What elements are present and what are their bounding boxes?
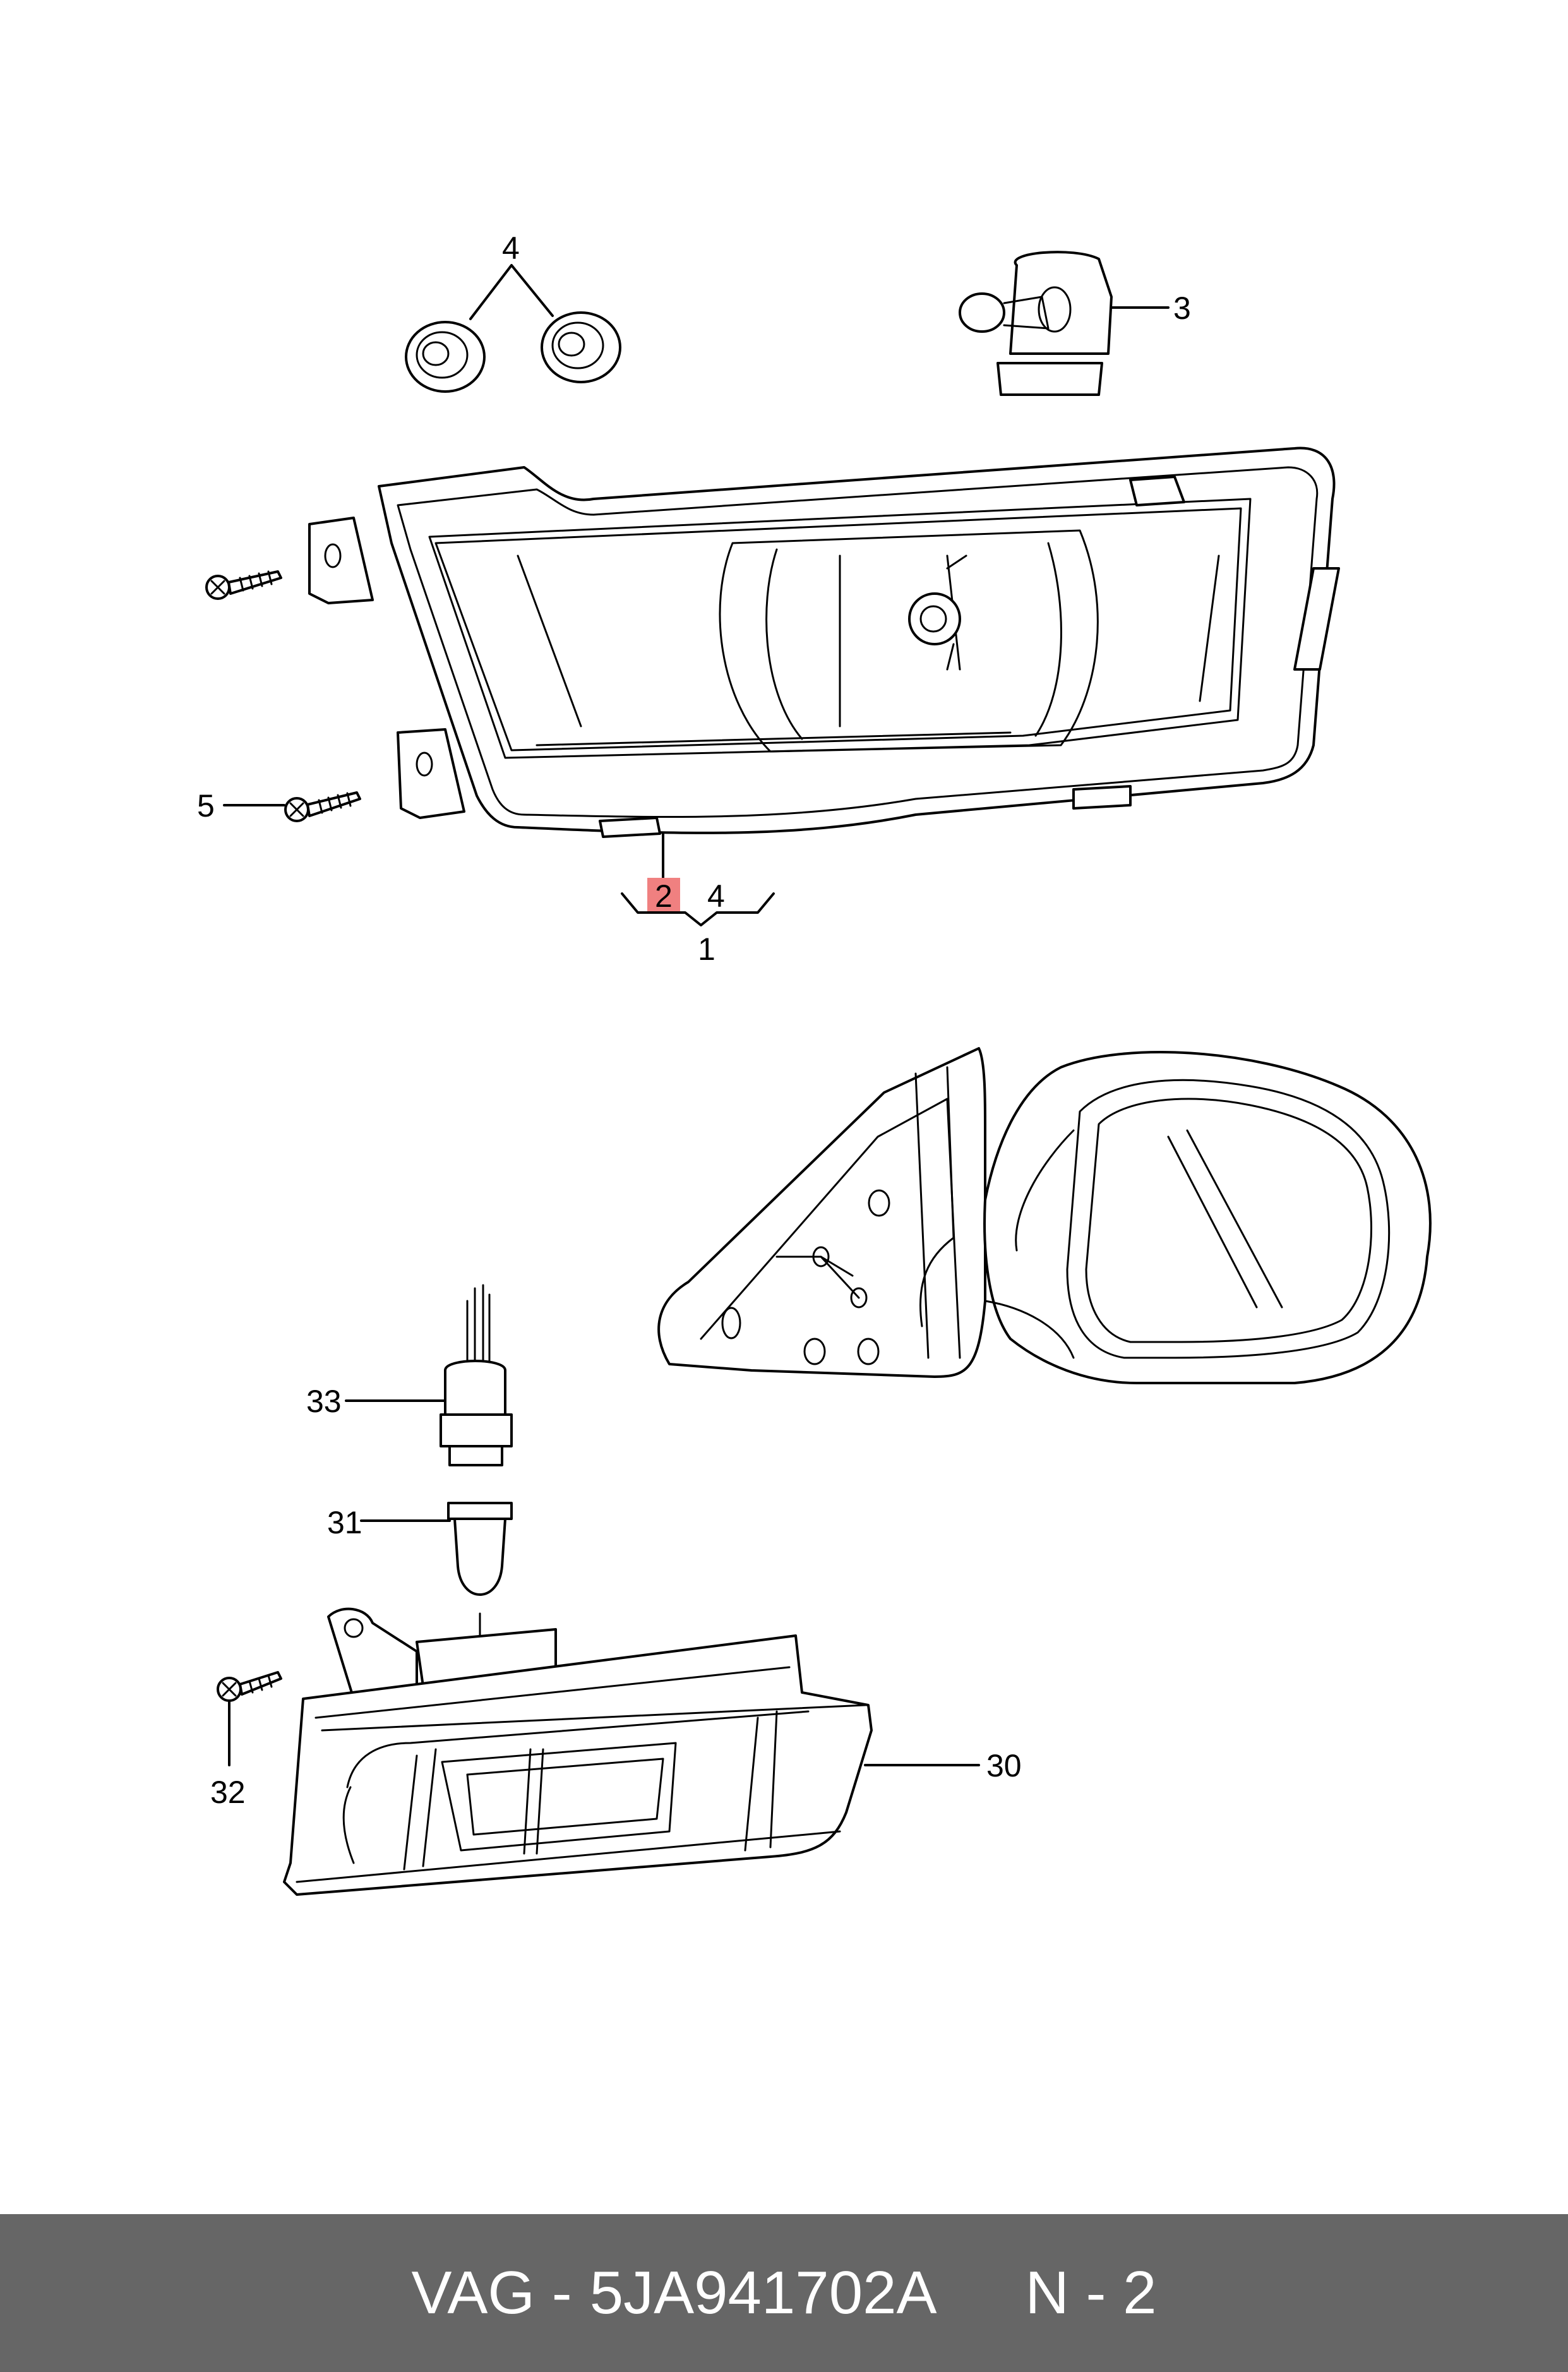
footer-part-number: 5JA941702A (589, 2259, 937, 2327)
parts-diagram: 4 3 (197, 231, 1432, 1896)
callout-1: 1 (698, 931, 715, 967)
callout-5: 5 (197, 788, 215, 824)
leader-4-top (469, 264, 554, 320)
bracket-1 (621, 892, 775, 926)
socket-part-33 (440, 1284, 513, 1466)
callout-32: 32 (210, 1775, 246, 1810)
fog-lamp-housing (308, 446, 1340, 838)
screw-part-32 (217, 1671, 282, 1702)
callout-4-bottom: 4 (707, 878, 725, 914)
callout-30: 30 (986, 1748, 1022, 1783)
footer-brand: VAG - (411, 2259, 572, 2327)
turn-signal-lamp-part-30 (283, 1607, 873, 1896)
callout-33: 33 (306, 1384, 342, 1419)
screw-part-5 (284, 791, 361, 822)
grommet-right (541, 311, 621, 383)
side-mirror (657, 1047, 1432, 1384)
callout-4-top: 4 (502, 231, 520, 266)
callout-2-highlight (647, 878, 680, 913)
callout-3: 3 (1173, 291, 1191, 326)
callout-31: 31 (327, 1505, 362, 1540)
screw-upper (205, 570, 282, 600)
bulb-part-31 (447, 1502, 513, 1643)
footer-sheet: N - 2 (1025, 2259, 1157, 2327)
footer-bar: VAG - 5JA941702A N - 2 (0, 2214, 1568, 2372)
callout-2: 2 (655, 878, 673, 914)
bulb-part-3 (959, 251, 1113, 396)
grommet-left (405, 321, 486, 393)
